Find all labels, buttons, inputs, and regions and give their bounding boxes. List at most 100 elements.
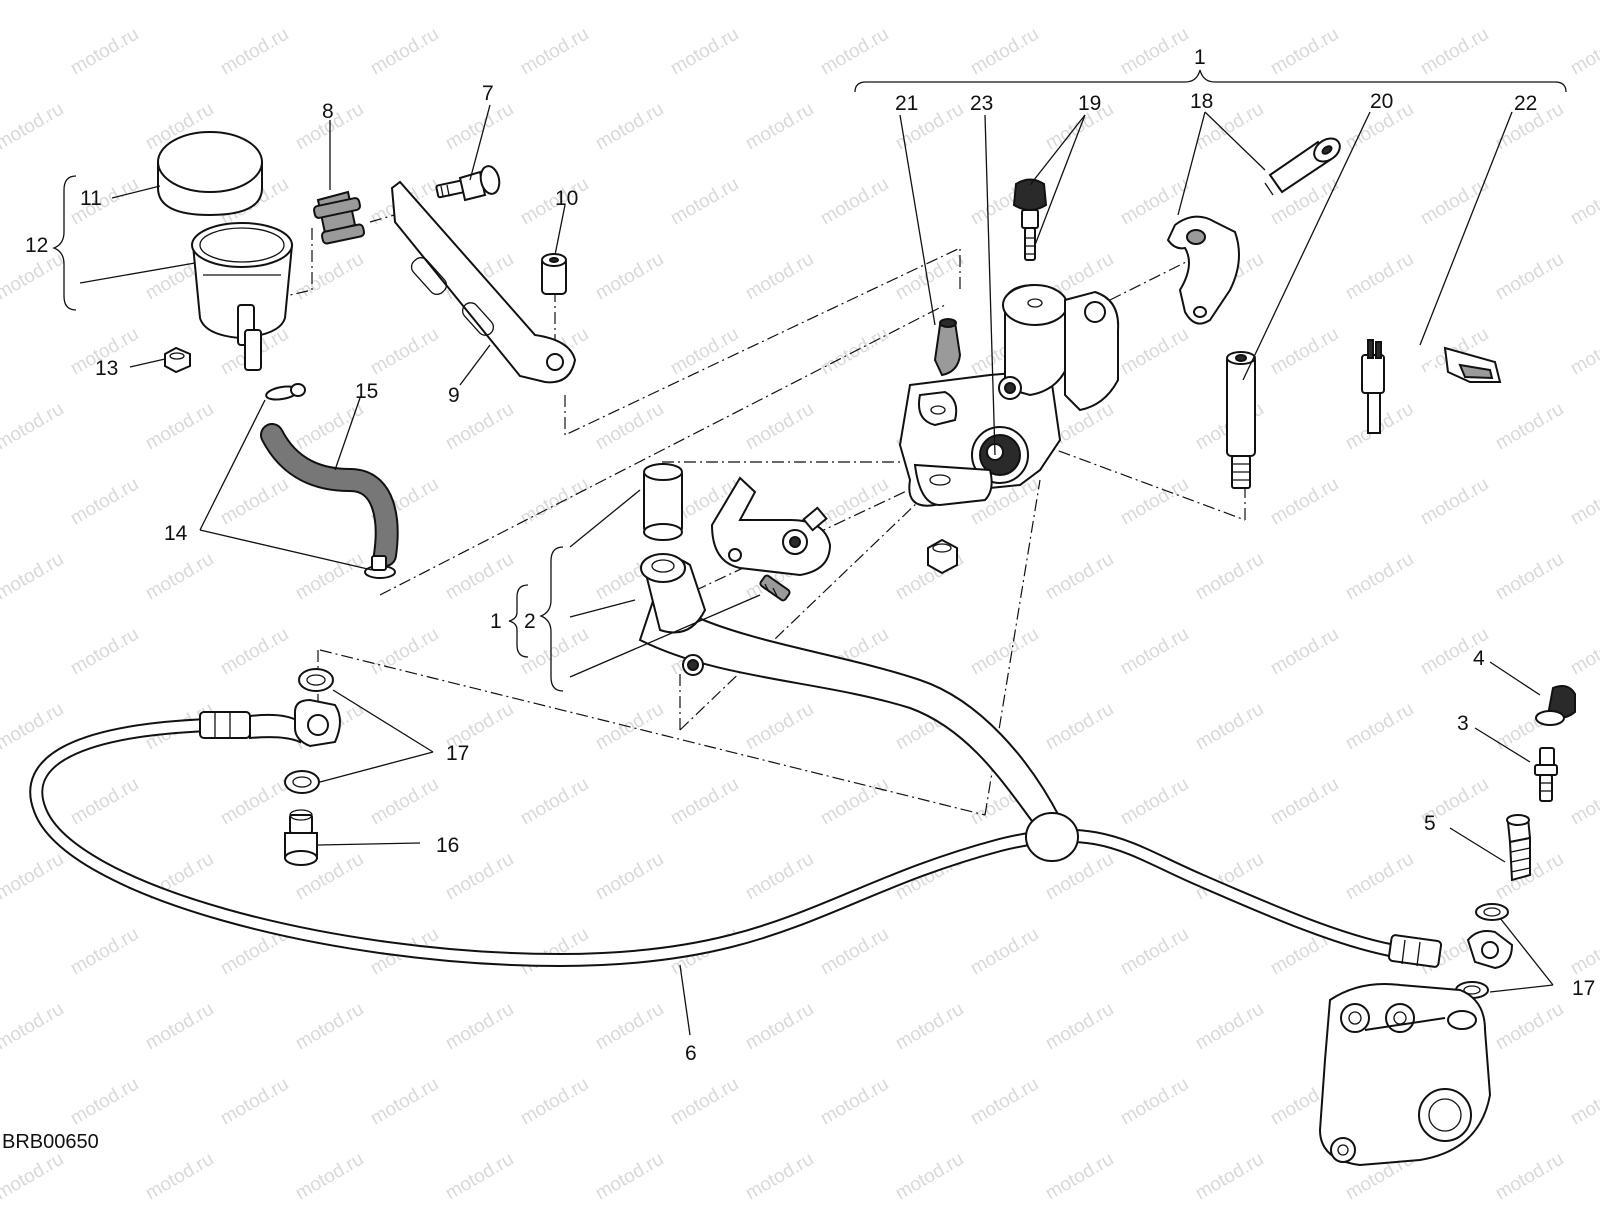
watermark-text: motod.ru [1567, 1074, 1600, 1130]
watermark-text: motod.ru [1192, 0, 1267, 4]
handlebar-clamp [1166, 215, 1240, 325]
watermark-text: motod.ru [967, 624, 1042, 680]
bleeder-valve [1534, 747, 1558, 802]
watermark-text: motod.ru [1342, 0, 1417, 4]
watermark-text: motod.ru [1342, 549, 1417, 605]
watermark-text: motod.ru [367, 774, 442, 830]
reservoir-cap [157, 131, 263, 217]
watermark-text: motod.ru [592, 1149, 667, 1200]
watermark-text: motod.ru [0, 999, 67, 1055]
watermark-text: motod.ru [1042, 1149, 1117, 1200]
watermark-text: motod.ru [517, 24, 592, 80]
watermark-text: motod.ru [367, 24, 442, 80]
watermark-text: motod.ru [1492, 999, 1567, 1055]
watermark-text: motod.ru [142, 399, 217, 455]
watermark-text: motod.ru [1567, 324, 1600, 380]
watermark-text: motod.ru [592, 849, 667, 905]
watermark-text: motod.ru [67, 174, 142, 230]
watermark-text: motod.ru [0, 99, 67, 155]
callout-21: 21 [895, 92, 918, 115]
watermark-text: motod.ru [1492, 249, 1567, 305]
callout-4: 4 [1473, 647, 1485, 670]
watermark-text: motod.ru [142, 0, 217, 4]
watermark-text: motod.ru [1192, 549, 1267, 605]
callout-14: 14 [164, 522, 188, 545]
watermark-text: motod.ru [1267, 624, 1342, 680]
watermark-text: motod.ru [442, 849, 517, 905]
callout-17-right: 17 [1572, 977, 1595, 1000]
clamp-bolt [1264, 137, 1341, 196]
watermark-text: motod.ru [67, 774, 142, 830]
reservoir-screw [164, 346, 191, 374]
watermark-text: motod.ru [592, 249, 667, 305]
watermark-text: motod.ru [667, 774, 742, 830]
watermark-text: motod.ru [892, 0, 967, 4]
watermark-text: motod.ru [1117, 624, 1192, 680]
watermark-text: motod.ru [292, 249, 367, 305]
watermark-text: motod.ru [367, 324, 442, 380]
watermark-text: motod.ru [1417, 474, 1492, 530]
watermark-text: motod.ru [1492, 399, 1567, 455]
callout-10: 10 [555, 187, 578, 210]
watermark-text: motod.ru [592, 399, 667, 455]
watermark-text: motod.ru [1567, 474, 1600, 530]
watermark-text: motod.ru [0, 849, 67, 905]
watermark-text: motod.ru [892, 999, 967, 1055]
watermark-text: motod.ru [292, 0, 367, 4]
banjo-bolt-left [284, 809, 318, 866]
watermark-text: motod.ru [0, 699, 67, 755]
watermark-text: motod.ru [1342, 249, 1417, 305]
callout-23: 23 [970, 92, 993, 115]
watermark-text: motod.ru [1417, 174, 1492, 230]
rubber-grommet [312, 190, 366, 245]
watermark-text: motod.ru [142, 1149, 217, 1200]
watermark-text: motod.ru [1492, 0, 1567, 4]
callout-17-left: 17 [446, 742, 469, 765]
watermark-text: motod.ru [817, 924, 892, 980]
watermark-text: motod.ru [67, 24, 142, 80]
watermark-text: motod.ru [1042, 0, 1117, 4]
watermark-text: motod.ru [1117, 24, 1192, 80]
watermark-text: motod.ru [1192, 699, 1267, 755]
callout-2: 2 [524, 610, 536, 633]
watermark-text: motod.ru [1267, 24, 1342, 80]
watermark-text: motod.ru [142, 999, 217, 1055]
callout-9: 9 [448, 384, 460, 407]
watermark-text: motod.ru [1042, 999, 1117, 1055]
callout-16: 16 [436, 834, 459, 857]
watermark-text: motod.ru [217, 774, 292, 830]
watermark-text: motod.ru [1267, 324, 1342, 380]
allen-screw [541, 253, 567, 295]
hose-clip-lower [364, 555, 396, 579]
watermark-text: motod.ru [667, 174, 742, 230]
watermark-text: motod.ru [742, 1149, 817, 1200]
callout-1-left: 1 [490, 610, 502, 633]
brace-group-2 [508, 546, 564, 692]
watermark-text: motod.ru [442, 0, 517, 4]
watermark-text: motod.ru [0, 549, 67, 605]
watermark-text: motod.ru [967, 1074, 1042, 1130]
watermark-text: motod.ru [1267, 774, 1342, 830]
watermark-text: motod.ru [1342, 699, 1417, 755]
brace-group-1 [854, 69, 1567, 93]
drawing-code: BRB00650 [2, 1131, 99, 1153]
watermark-text: motod.ru [892, 1149, 967, 1200]
callout-3: 3 [1457, 712, 1469, 735]
watermark-text: motod.ru [517, 1074, 592, 1130]
watermark-text: motod.ru [1567, 774, 1600, 830]
banjo-bolt-right [1506, 814, 1532, 882]
callout-22: 22 [1514, 92, 1537, 115]
watermark-text: motod.ru [442, 399, 517, 455]
watermark-text: motod.ru [817, 774, 892, 830]
callout-7: 7 [482, 82, 494, 105]
watermark-text: motod.ru [1192, 999, 1267, 1055]
watermark-text: motod.ru [1342, 849, 1417, 905]
watermark-text: motod.ru [1042, 549, 1117, 605]
watermark-text: motod.ru [742, 249, 817, 305]
pivot-bushing [643, 463, 683, 541]
watermark-text: motod.ru [817, 174, 892, 230]
copper-washers-left [284, 668, 341, 794]
clutch-lever [638, 476, 1079, 862]
watermark-text: motod.ru [292, 399, 367, 455]
